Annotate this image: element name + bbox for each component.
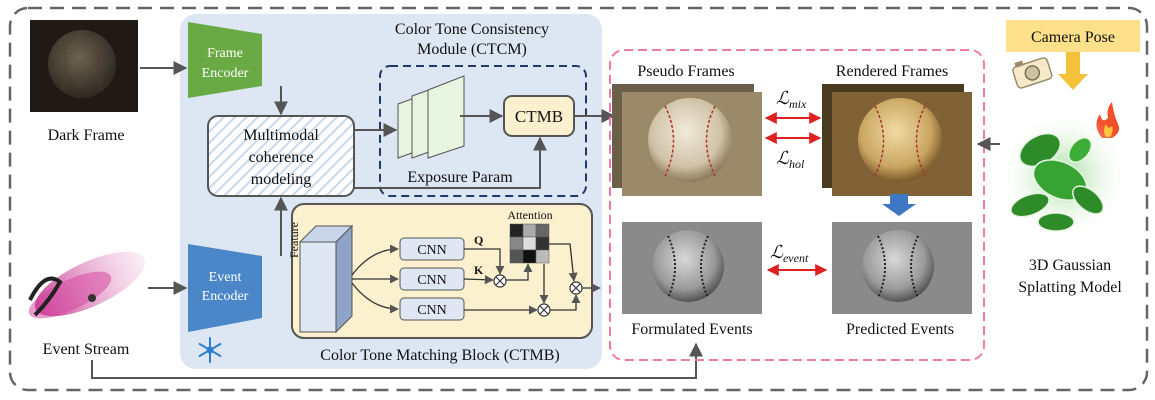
gs-model-label-1: 3D Gaussian bbox=[1029, 257, 1111, 274]
ctcm-title-2: Module (CTCM) bbox=[417, 41, 527, 58]
cnn-label-1: CNN bbox=[417, 243, 447, 258]
event-encoder bbox=[188, 244, 262, 332]
camera-pose-box bbox=[1006, 20, 1140, 52]
frame-encoder bbox=[188, 22, 262, 98]
camera-pose-label: Camera Pose bbox=[1031, 29, 1115, 46]
event-encoder-label-1: Event bbox=[209, 270, 242, 285]
feature-branches bbox=[351, 244, 399, 314]
outer-frame bbox=[8, 6, 1149, 392]
attention-label: Attention bbox=[507, 208, 552, 222]
event-stream-label: Event Stream bbox=[43, 341, 130, 358]
pseudo-frames-image bbox=[612, 84, 762, 196]
predicted-events-image bbox=[832, 222, 972, 314]
mcm-label-3: modeling bbox=[251, 171, 311, 188]
q-label: Q bbox=[474, 233, 483, 247]
camera-pose-arrow bbox=[1058, 52, 1088, 90]
ctcm-module-box bbox=[379, 65, 587, 197]
exposure-param-label: Exposure Param bbox=[407, 169, 513, 186]
render-to-events-arrow bbox=[882, 194, 916, 216]
loss-hol-label: ℒhol bbox=[776, 148, 805, 171]
formulated-events-label: Formulated Events bbox=[631, 321, 752, 338]
frame-encoder-label-2: Encoder bbox=[202, 66, 249, 81]
cnn-box-3 bbox=[399, 297, 465, 321]
cnn-label-3: CNN bbox=[417, 303, 447, 318]
gaussian-splatting-model bbox=[998, 110, 1130, 242]
dark-frame-image bbox=[30, 20, 138, 112]
attention-matrix bbox=[509, 223, 550, 264]
loss-mix-label: ℒmix bbox=[776, 88, 807, 111]
multimodal-coherence-box bbox=[207, 115, 355, 197]
mcm-label-1: Multimodal bbox=[243, 127, 319, 144]
formulated-events-image bbox=[622, 222, 762, 314]
rendered-frames-label: Rendered Frames bbox=[836, 63, 948, 80]
ctcm-title-1: Color Tone Consistency bbox=[395, 21, 549, 38]
rendering-region bbox=[609, 49, 985, 361]
predicted-events-label: Predicted Events bbox=[846, 321, 954, 338]
mcm-label-2: coherence bbox=[249, 149, 314, 166]
frame-encoder-label-1: Frame bbox=[207, 46, 243, 61]
feature-label: Feature bbox=[287, 222, 301, 258]
event-encoder-label-2: Encoder bbox=[202, 289, 249, 304]
loss-event-label: ℒevent bbox=[770, 242, 809, 265]
feature-cube bbox=[298, 224, 354, 334]
k-label: K bbox=[474, 263, 484, 277]
event-stream-image bbox=[12, 242, 147, 332]
dark-frame-label: Dark Frame bbox=[48, 127, 125, 144]
rendered-frames-image bbox=[822, 84, 972, 196]
pseudo-frames-label: Pseudo Frames bbox=[637, 63, 734, 80]
ctmb-title: Color Tone Matching Block (CTMB) bbox=[320, 347, 559, 364]
snowflake-icon bbox=[198, 337, 222, 363]
multiply-node-1 bbox=[493, 274, 507, 288]
add-node bbox=[569, 281, 583, 295]
multiply-node-2 bbox=[537, 303, 551, 317]
ctmb-box-label: CTMB bbox=[515, 107, 563, 126]
gs-model-label-2: Splatting Model bbox=[1018, 279, 1122, 296]
cnn-label-2: CNN bbox=[417, 273, 447, 288]
ctmb-internal-arrows bbox=[463, 243, 601, 315]
exposure-feature-planes bbox=[397, 75, 465, 159]
camera-icon bbox=[1012, 57, 1053, 89]
